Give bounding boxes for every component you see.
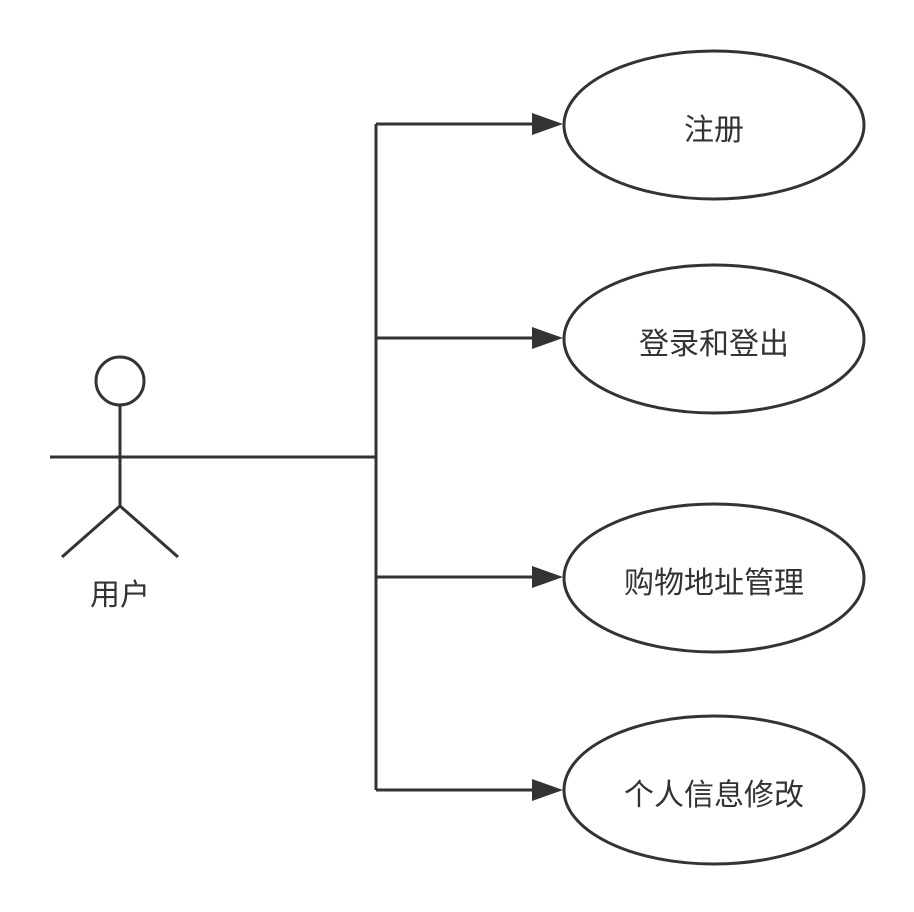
use-case-label: 个人信息修改 <box>624 778 804 813</box>
arrowhead <box>532 779 563 801</box>
use-case-label: 注册 <box>684 113 744 148</box>
use-case-register[interactable] <box>562 49 866 201</box>
arrowhead <box>532 327 563 349</box>
use-case-label: 登录和登出 <box>639 327 789 362</box>
actor-label: 用户 <box>90 578 150 613</box>
actor-figure <box>61 355 179 559</box>
use-case-profile-edit[interactable] <box>562 714 866 866</box>
actor-right-leg <box>119 504 179 559</box>
actor-left-leg <box>61 504 121 559</box>
use-case-label: 购物地址管理 <box>624 566 804 601</box>
actor-head <box>94 355 146 407</box>
arrowhead <box>532 566 563 588</box>
use-case-login-logout[interactable] <box>562 263 866 415</box>
arrowhead <box>532 113 563 135</box>
use-case-address-management[interactable] <box>562 502 866 654</box>
